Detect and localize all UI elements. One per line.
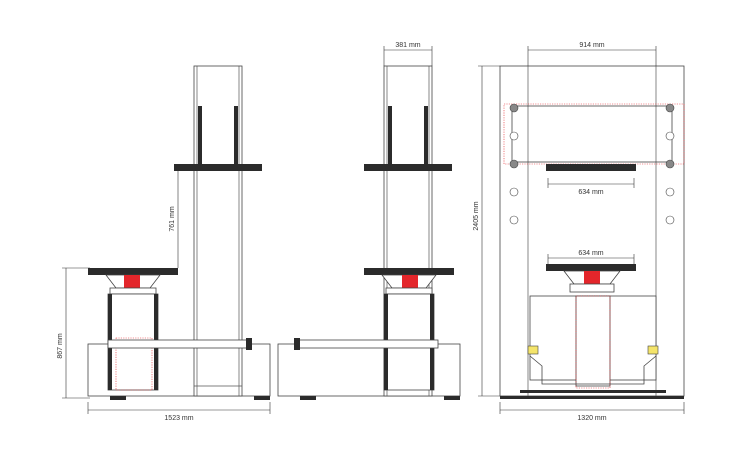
hole — [665, 103, 675, 113]
lower-table — [364, 268, 454, 275]
front-view: 634 mm 634 mm 914 mm 2405 mm 1320 mm — [473, 42, 685, 422]
dim-side-height: 867 mm — [57, 333, 64, 358]
side-view-left: 867 mm 761 mm 1523 mm — [57, 65, 271, 422]
foot-left — [300, 396, 316, 400]
dim-front-width: 1320 mm — [577, 415, 606, 422]
foot-right — [254, 396, 270, 400]
hydraulic-cylinder — [402, 275, 418, 289]
hydraulic-cylinder — [584, 271, 600, 285]
dim-stroke: 761 mm — [169, 206, 176, 231]
dim-column-width: 381 mm — [395, 42, 420, 49]
dim-side-width: 1523 mm — [164, 415, 193, 422]
dim-front-height: 2405 mm — [473, 201, 480, 230]
dim-front-inner-width: 914 mm — [579, 42, 604, 49]
hole — [509, 103, 519, 113]
guide-bar — [198, 106, 202, 168]
upper-crosshead — [364, 164, 452, 171]
foot-left — [110, 396, 126, 400]
lower-platen — [546, 264, 636, 271]
dim-lower-platen: 634 mm — [578, 250, 603, 257]
side-view-right: 381 mm — [277, 42, 461, 400]
dim-upper-platen: 634 mm — [578, 189, 603, 196]
latch-left — [527, 345, 539, 355]
lower-table — [88, 268, 178, 275]
foot-right — [444, 396, 460, 400]
upper-platen — [546, 164, 636, 171]
latch-right — [647, 345, 659, 355]
guide-bar — [234, 106, 238, 168]
hydraulic-cylinder — [124, 275, 140, 289]
upper-crosshead — [174, 164, 262, 171]
